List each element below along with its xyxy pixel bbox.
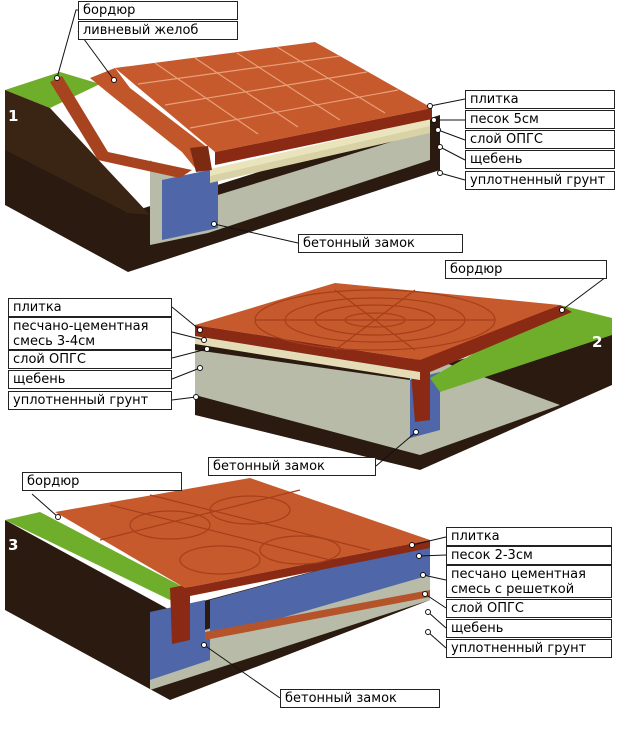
mix-layer-2 bbox=[195, 336, 420, 380]
diagram-number-1: 1 bbox=[8, 107, 19, 125]
concrete-lock-3 bbox=[150, 540, 430, 680]
diagram-number-2: 2 bbox=[592, 333, 603, 351]
label-opgs-1: слой ОПГС bbox=[465, 130, 615, 149]
label-lock-3: бетонный замок bbox=[280, 689, 440, 708]
curb-3 bbox=[170, 584, 190, 644]
tile-edge-3 bbox=[185, 540, 430, 597]
opgs-layer-3 bbox=[205, 590, 430, 640]
label-soil-3: уплотненный грунт bbox=[446, 639, 612, 658]
concrete-lock bbox=[162, 168, 218, 240]
gutter-channel bbox=[190, 146, 212, 172]
label-sand-3: песок 2-3см bbox=[446, 546, 612, 565]
label-opgs-2: слой ОПГС bbox=[8, 350, 172, 369]
label-lock-2: бетонный замок bbox=[208, 457, 376, 476]
opgs-layer bbox=[210, 125, 430, 183]
label-opgs-3: слой ОПГС bbox=[446, 599, 612, 618]
tile-pattern-3 bbox=[99, 489, 371, 575]
sand-layer bbox=[210, 119, 430, 176]
grass-strip-3 bbox=[5, 512, 185, 600]
leader-markers bbox=[54, 75, 565, 648]
soil-top-left bbox=[5, 90, 150, 215]
tile-surface bbox=[115, 42, 432, 152]
curb bbox=[50, 76, 192, 178]
label-mix-2: песчано-цементная смесь 3-4см bbox=[8, 317, 172, 350]
gravel-layer bbox=[150, 130, 430, 245]
diagram-number-3: 3 bbox=[8, 536, 19, 554]
diagram-2 bbox=[195, 283, 612, 470]
drain-gutter bbox=[90, 68, 208, 168]
label-tile-2: плитка bbox=[8, 298, 172, 317]
grass-strip bbox=[5, 72, 100, 108]
label-soil-2: уплотненный грунт bbox=[8, 391, 172, 410]
label-mix-3: песчано цементная смесь с решеткой bbox=[446, 565, 612, 598]
label-gutter-1: ливневый желоб bbox=[78, 21, 238, 40]
diagram-3 bbox=[5, 478, 430, 700]
label-sand-1: песок 5см bbox=[465, 110, 615, 129]
label-border-3: бордюр bbox=[22, 472, 182, 491]
label-soil-1: уплотненный грунт bbox=[465, 171, 615, 190]
label-tile-1: плитка bbox=[465, 90, 615, 109]
label-border-1: бордюр bbox=[78, 1, 238, 20]
tile-joints bbox=[137, 46, 399, 135]
tile-edge-2 bbox=[195, 325, 420, 372]
label-tile-3: плитка bbox=[446, 527, 612, 546]
grass-strip-2 bbox=[430, 305, 612, 392]
circular-pattern bbox=[254, 289, 496, 351]
diagram-1 bbox=[5, 42, 440, 272]
label-border-2: бордюр bbox=[445, 260, 607, 279]
label-gravel-3: щебень bbox=[446, 619, 612, 638]
soil-block-front bbox=[5, 90, 440, 272]
label-gravel-1: щебень bbox=[465, 150, 615, 169]
label-gravel-2: щебень bbox=[8, 370, 172, 389]
leader-lines bbox=[31, 9, 607, 699]
curb-2 bbox=[410, 305, 572, 422]
tile-surface-3 bbox=[55, 478, 430, 588]
label-lock-1: бетонный замок bbox=[298, 234, 463, 253]
tile-edge bbox=[215, 108, 432, 165]
